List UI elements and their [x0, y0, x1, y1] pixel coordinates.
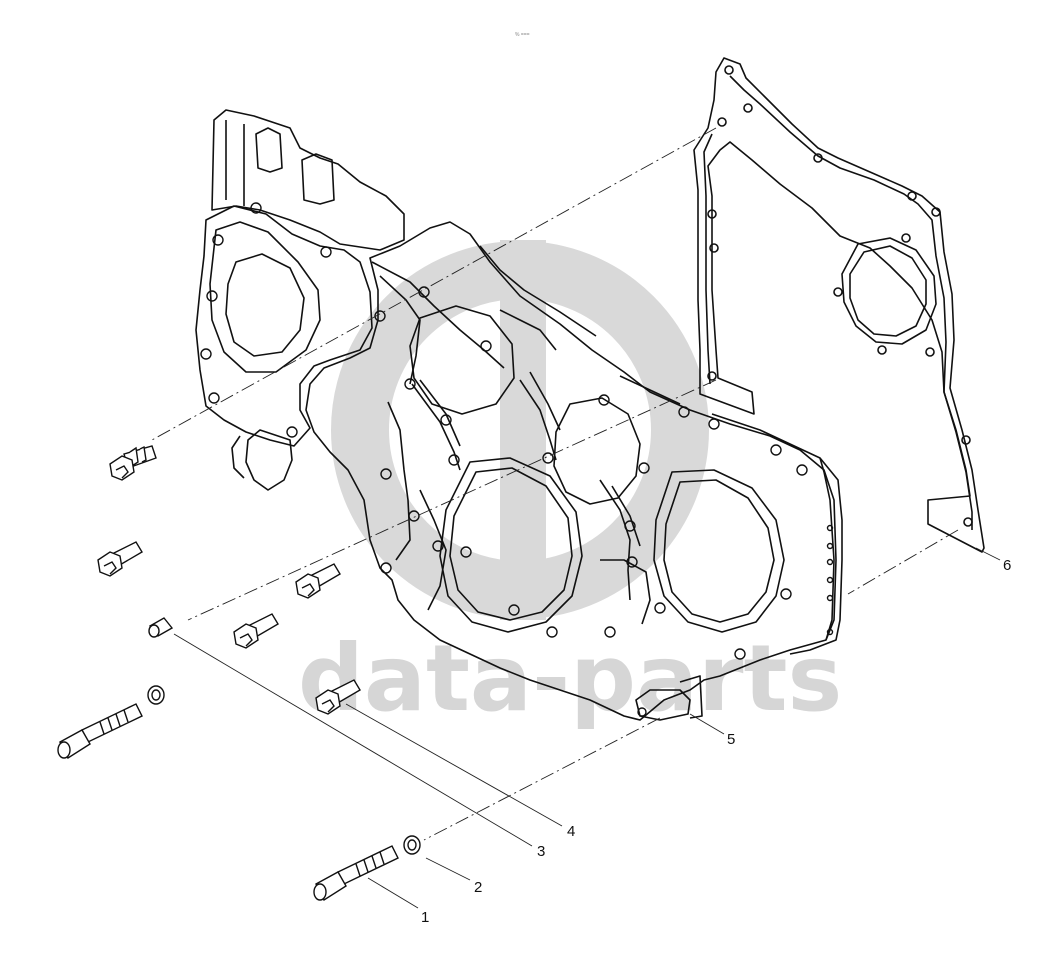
- stud-bolt-left: [57, 703, 143, 760]
- watermark-logo: [331, 240, 709, 620]
- gasket: [693, 57, 985, 553]
- hex-bolt-part-4: [315, 679, 361, 715]
- dowel-pin: [148, 617, 174, 638]
- housing-holes: [200, 202, 834, 717]
- hex-bolt-upper: [109, 445, 157, 481]
- callout-4: 4: [567, 823, 575, 840]
- hex-bolt-center-upper: [295, 563, 341, 599]
- callout-2: 2: [474, 879, 482, 896]
- callout-1: 1: [421, 909, 429, 926]
- washer-part-2: [403, 835, 421, 855]
- header-mark: % ===: [515, 32, 530, 38]
- watermark-text: data-parts: [298, 625, 842, 732]
- front-cover-housing: [195, 109, 843, 721]
- stud-bolt-part-1: [313, 845, 399, 902]
- hex-bolt-center-lower: [233, 613, 279, 649]
- callout-6: 6: [1003, 557, 1011, 574]
- callout-3: 3: [537, 843, 545, 860]
- hex-bolt-left-middle: [97, 541, 143, 577]
- washer-left: [147, 685, 165, 705]
- assembly-lines: [151, 127, 959, 841]
- leader-lines: [173, 547, 1001, 909]
- callout-5: 5: [727, 731, 735, 748]
